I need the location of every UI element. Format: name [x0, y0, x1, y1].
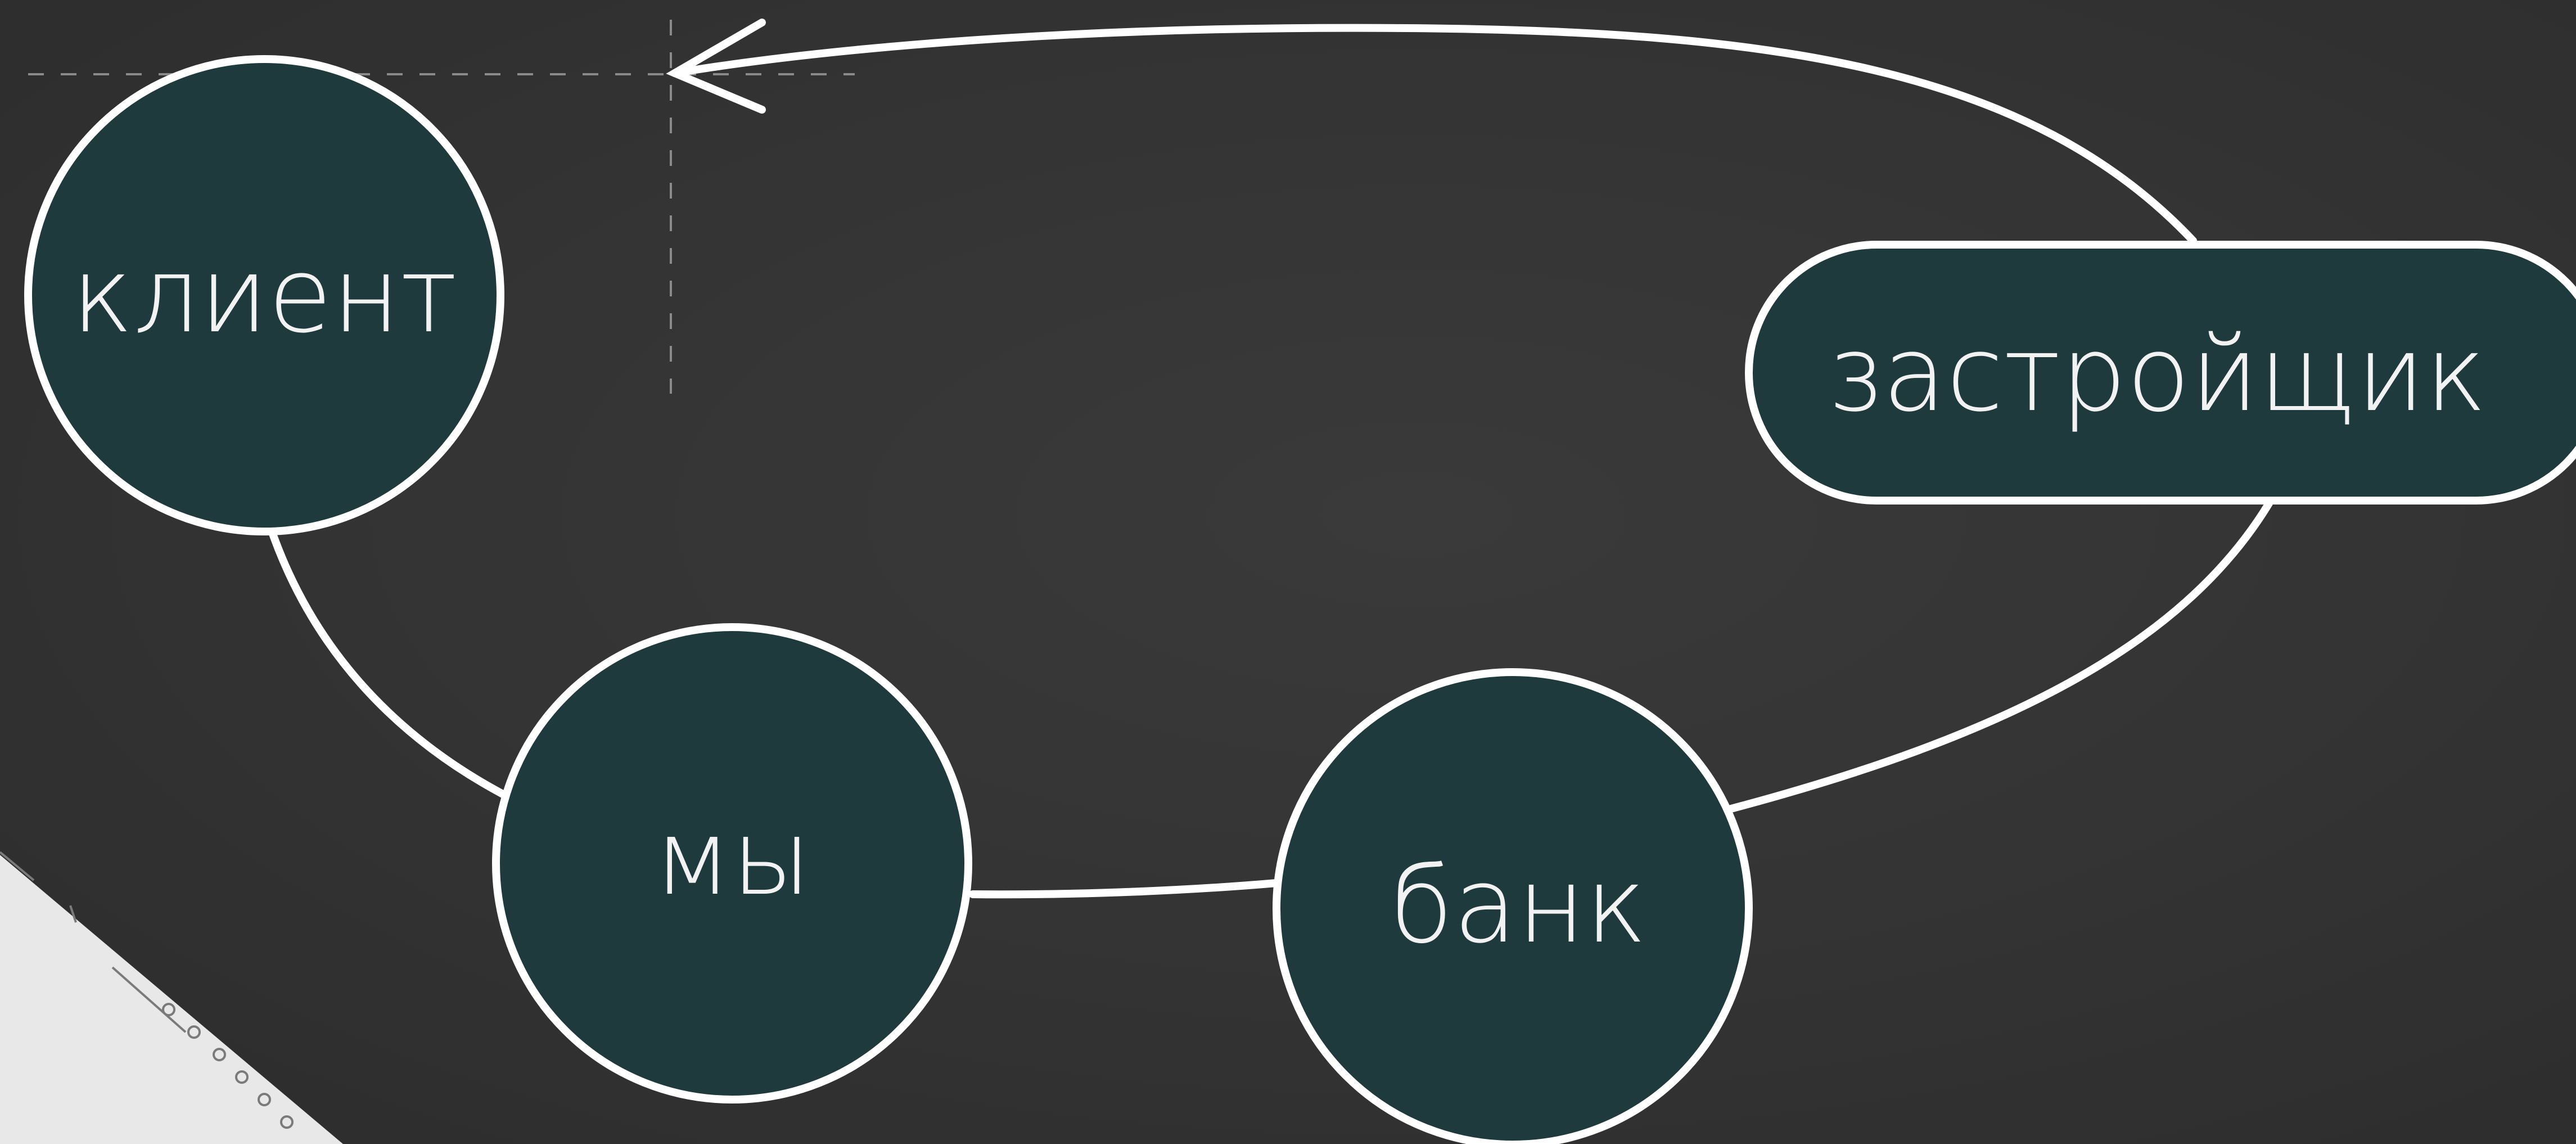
paper-dot: [235, 1070, 249, 1084]
node-bank-shape: [1273, 668, 1753, 1144]
node-bank-label: банк: [1389, 845, 1646, 966]
paper-row-line: [111, 966, 187, 1033]
paper-dot: [187, 1025, 201, 1039]
node-we-shape: [492, 623, 972, 1104]
arrowhead-icon: [666, 19, 766, 114]
edge-client-we: [266, 522, 510, 800]
edges: [266, 19, 2273, 899]
node-bank[interactable]: банк: [1273, 668, 1753, 1144]
paper-dot: [162, 1003, 175, 1016]
node-we-label: мы: [653, 797, 811, 918]
node-client-shape: [24, 55, 504, 535]
paper-dot: [258, 1093, 271, 1106]
node-client-label: клиент: [71, 235, 457, 356]
paper-sheet-corner: [0, 851, 343, 1144]
node-developer-shape: [1745, 241, 2576, 505]
paper-tick-mark: [69, 905, 77, 923]
alignment-guides: [28, 20, 855, 394]
paper-dots: [162, 1003, 294, 1129]
node-we[interactable]: мы: [492, 623, 972, 1104]
node-developer[interactable]: застройщик: [1745, 241, 2576, 505]
node-client[interactable]: клиент: [24, 55, 504, 535]
paper-edge-mark: [0, 851, 35, 881]
edge-developer-client: [671, 24, 2197, 245]
edge-bank-developer: [1727, 499, 2273, 813]
paper-sheet: [0, 855, 343, 1144]
node-developer-label: застройщик: [1826, 313, 2487, 435]
paper-dot: [280, 1115, 294, 1129]
edge-we-bank: [969, 879, 1280, 899]
paper-dot: [213, 1048, 226, 1061]
